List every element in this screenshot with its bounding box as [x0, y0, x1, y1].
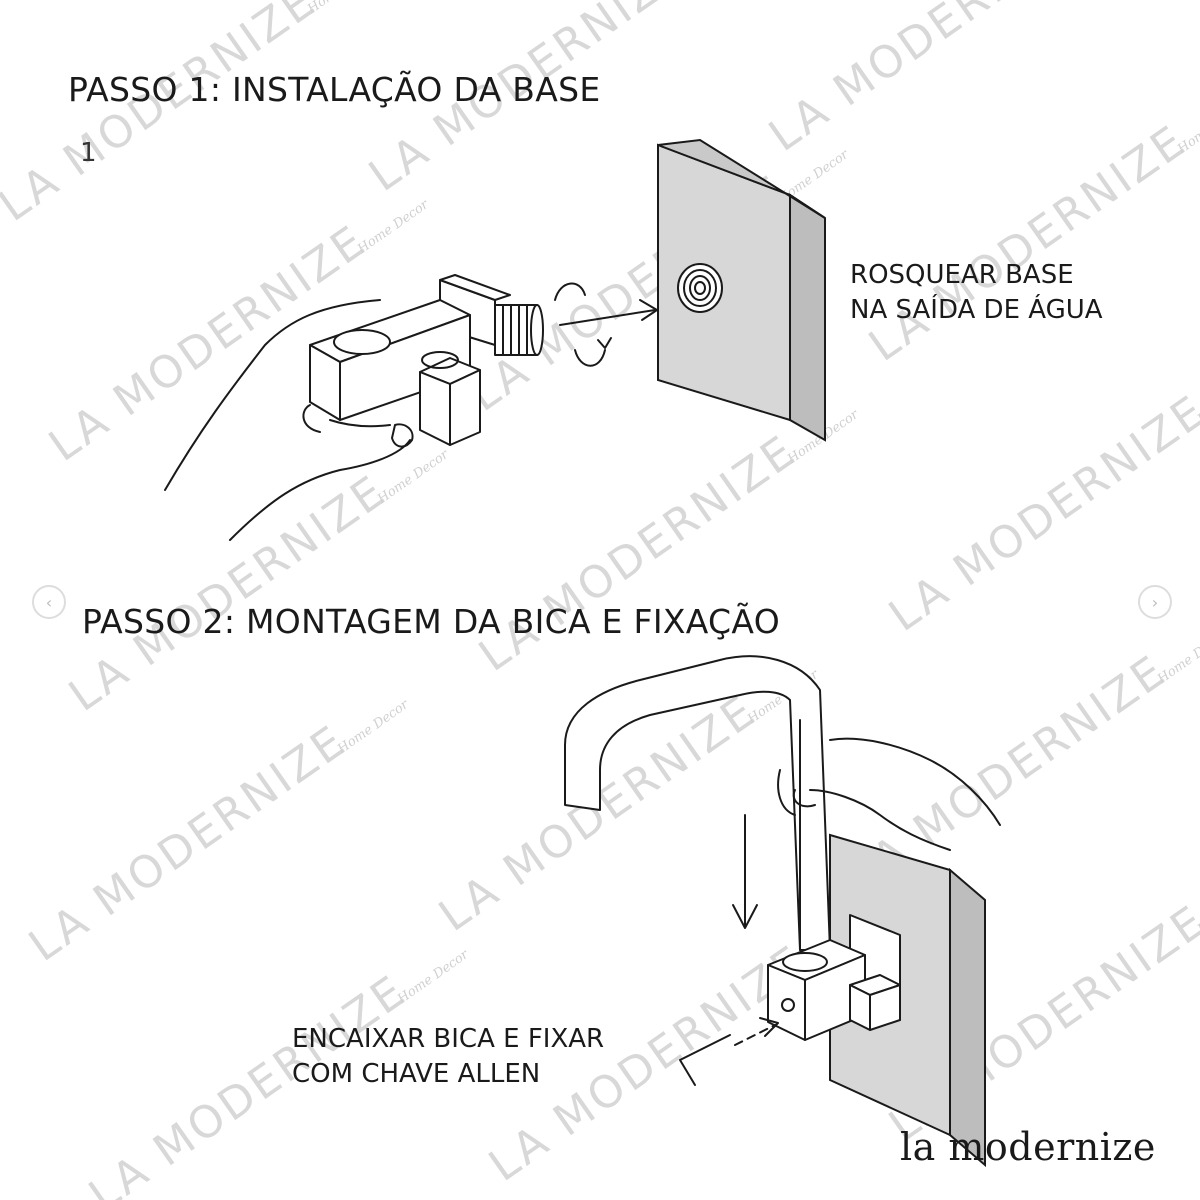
base-fitting [309, 274, 544, 446]
step2-caption-line2: COM CHAVE ALLEN [292, 1059, 541, 1089]
allen-key [679, 1017, 779, 1086]
step2-title: PASSO 2: MONTAGEM DA BICA E FIXAÇÃO [82, 602, 780, 641]
step1-title: PASSO 1: INSTALAÇÃO DA BASE [68, 70, 601, 109]
chevron-left-icon: ‹ [45, 592, 53, 612]
hand-step1 [164, 299, 414, 541]
step2-caption-line1: ENCAIXAR BICA E FIXAR [292, 1024, 605, 1054]
hand-step2 [777, 737, 1001, 851]
prev-slide-button[interactable]: ‹ [32, 585, 66, 619]
wall-block-step1 [657, 138, 826, 442]
next-slide-button[interactable]: › [1138, 585, 1172, 619]
brand-logo: la modernize [900, 1125, 1156, 1169]
chevron-right-icon: › [1151, 592, 1159, 612]
step1-caption-line1: ROSQUEAR BASE [850, 260, 1074, 290]
step1-caption-line2: NA SAÍDA DE ÁGUA [850, 295, 1103, 325]
faucet-base-step2 [767, 914, 901, 1041]
rotation-arrows [554, 282, 658, 367]
step1-caption: ROSQUEAR BASE NA SAÍDA DE ÁGUA [850, 258, 1103, 328]
step2-caption: ENCAIXAR BICA E FIXAR COM CHAVE ALLEN [292, 1022, 604, 1092]
faucet-spout [564, 655, 831, 951]
wall-thread-outlet [677, 263, 723, 313]
step1-number: 1 [80, 138, 97, 168]
down-arrow [732, 814, 758, 929]
